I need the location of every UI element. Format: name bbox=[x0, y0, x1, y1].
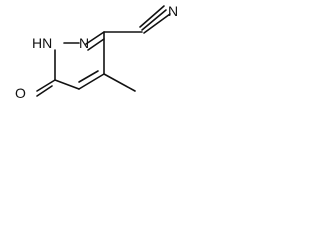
bond-n2-c3-double bbox=[87, 38, 105, 51]
bond-nitrile-triple-2 bbox=[143, 13, 171, 34]
bond-c5-c6 bbox=[54, 79, 80, 90]
bond-c6-o bbox=[36, 79, 56, 92]
bond-n2-c3 bbox=[85, 31, 105, 45]
bond-c6-o-double bbox=[36, 85, 53, 97]
atom-label-n2: N bbox=[79, 35, 89, 51]
structure-diagram: HN N N O bbox=[15, 3, 178, 101]
atom-label-nitrile-n: N bbox=[168, 3, 178, 19]
atom-label-nh: HN bbox=[32, 35, 52, 51]
bond-nitrile-triple-1 bbox=[141, 9, 167, 31]
bond-c4-methyl bbox=[103, 73, 136, 92]
bond-c4-c5 bbox=[78, 73, 105, 90]
bond-c4-c5-double bbox=[78, 70, 99, 83]
atom-label-o: O bbox=[15, 85, 26, 101]
bond-nitrile-triple-3 bbox=[139, 5, 165, 28]
